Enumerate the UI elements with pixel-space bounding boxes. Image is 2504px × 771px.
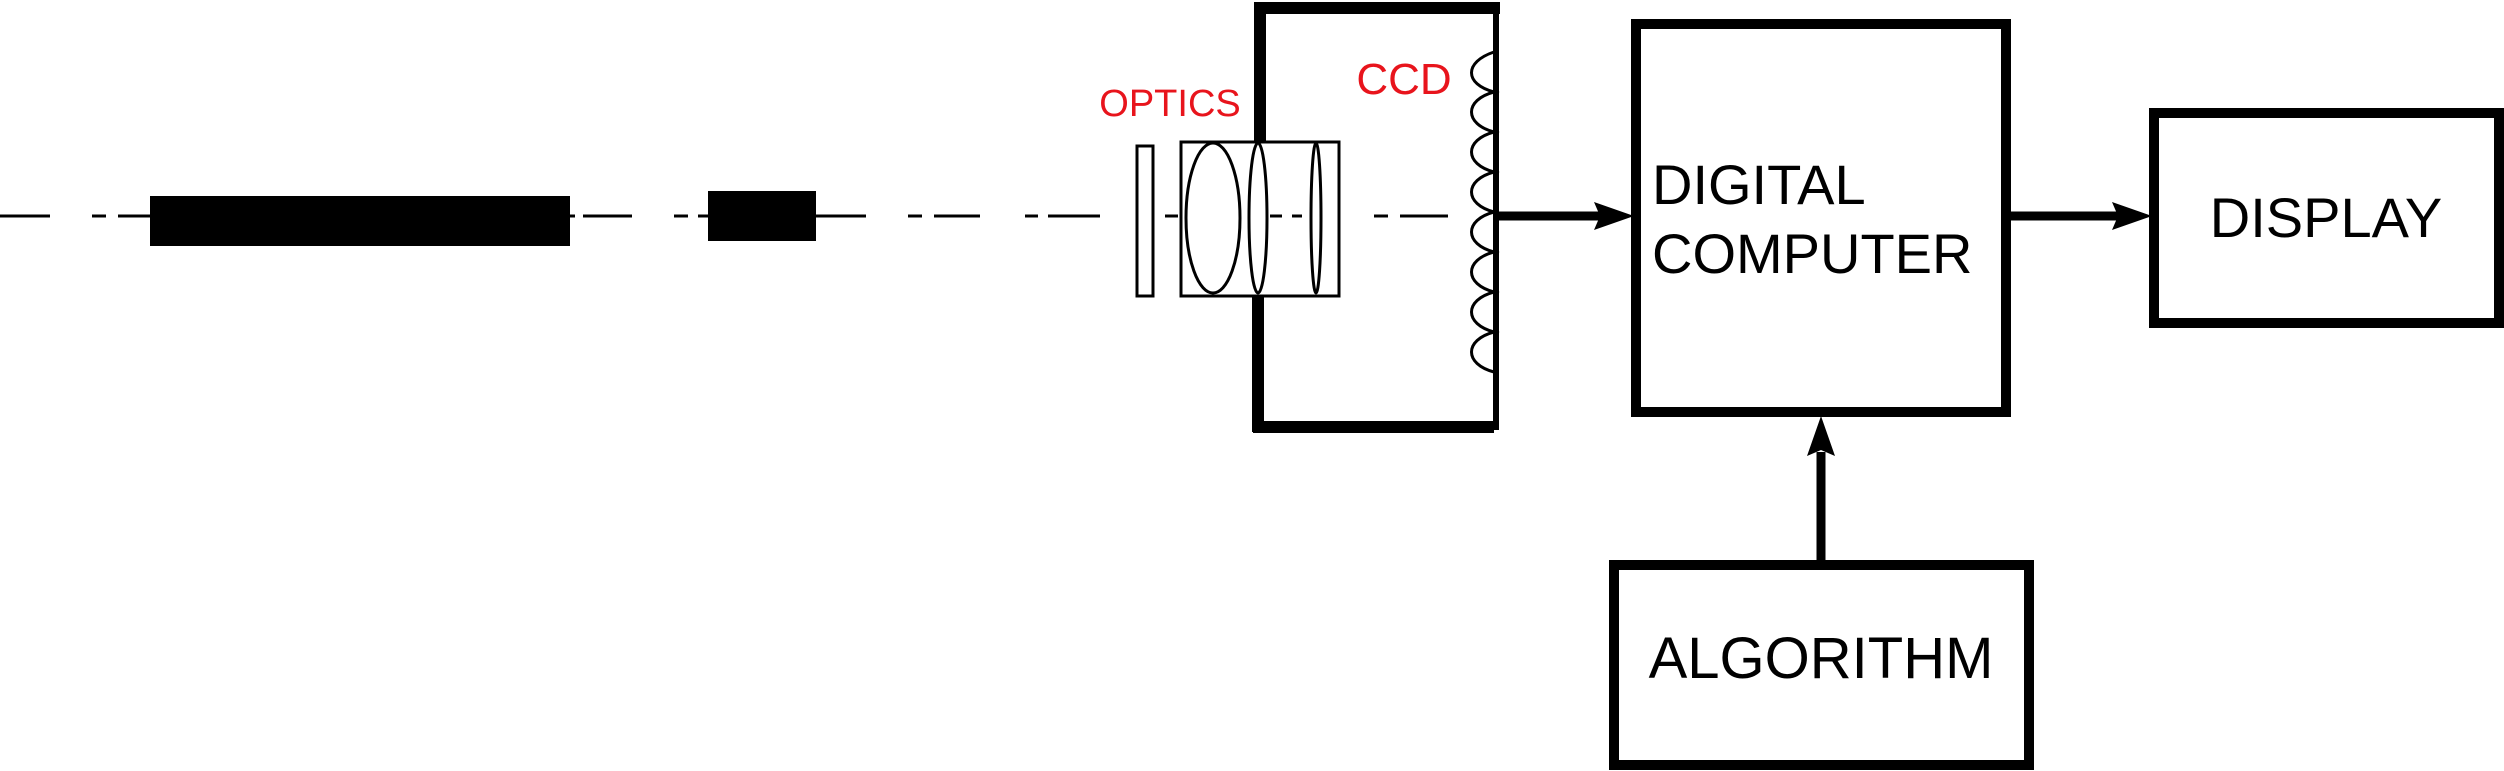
object-bar-short xyxy=(708,191,816,241)
algorithm-box xyxy=(1609,560,2034,770)
lens-element-2 xyxy=(1247,141,1269,295)
arrow-algorithm-to-computer xyxy=(1807,416,1835,561)
ccd-sensor xyxy=(1470,50,1500,374)
arrow-computer-to-display xyxy=(2010,202,2152,230)
digital-computer-label-line1: DIGITAL xyxy=(1652,153,1866,216)
digital-computer-box xyxy=(1631,19,2011,417)
ccd-camera-body xyxy=(1252,2,1500,433)
object-bar-long xyxy=(150,196,570,246)
filter-plate xyxy=(1135,144,1155,298)
lens-element-3 xyxy=(1309,141,1323,295)
lens-housing xyxy=(1179,140,1341,298)
optics-assembly xyxy=(1135,140,1341,298)
arrow-ccd-to-computer xyxy=(1498,202,1634,230)
algorithm-label: ALGORITHM xyxy=(1649,626,1994,691)
display-box xyxy=(2149,108,2504,328)
lens-element-1 xyxy=(1184,141,1242,295)
optics-label: OPTICS xyxy=(1099,83,1240,125)
ccd-label: CCD xyxy=(1356,55,1451,104)
display-label: DISPLAY xyxy=(2210,186,2442,249)
digital-computer-label-line2: COMPUTER xyxy=(1652,222,1972,285)
